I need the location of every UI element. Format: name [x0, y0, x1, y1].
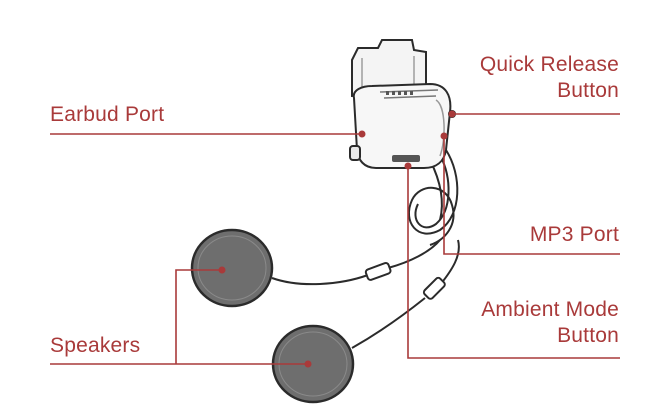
- earbud-port-label: Earbud Port: [50, 103, 165, 126]
- cable-coil-inner: [414, 154, 450, 229]
- ambient-mode-label-line1: Ambient Mode: [481, 298, 619, 321]
- leader-mp3-port: [443, 136, 620, 255]
- earbud-port-housing: [349, 145, 361, 161]
- cable-lower-speaker: [351, 297, 426, 349]
- dot-speaker-upper: [218, 266, 226, 274]
- cable-from-unit: [429, 159, 443, 221]
- leader-speakers: [50, 269, 308, 365]
- connector-upper: [364, 262, 392, 281]
- speaker-lower: [271, 324, 355, 404]
- ambient-mode-label: Ambient Mode Button: [481, 297, 619, 349]
- cables: [271, 149, 460, 349]
- mp3-port-label: MP3 Port: [529, 223, 619, 246]
- dot-ambient-mode: [404, 162, 412, 170]
- cable-lower-speaker-b: [439, 239, 460, 286]
- ambient-mode-label-line2: Button: [557, 324, 619, 347]
- speakers-label: Speakers: [50, 334, 141, 357]
- quick-release-label: Quick Release Button: [480, 52, 619, 104]
- connector-lower: [422, 276, 446, 300]
- cable-upper-speaker: [271, 274, 369, 286]
- bottom-vent: [392, 155, 420, 162]
- dot-earbud-port: [358, 130, 366, 138]
- top-grip: [386, 91, 413, 95]
- headset-main-unit: [349, 39, 456, 169]
- quick-release-label-line1: Quick Release: [479, 53, 619, 76]
- callout-lines: [50, 113, 620, 365]
- callout-dots: [218, 110, 456, 368]
- dot-quick-release: [448, 110, 456, 118]
- speaker-upper: [190, 228, 274, 308]
- unit-body: [352, 82, 452, 169]
- dot-mp3-port: [440, 132, 448, 140]
- cable-upper-speaker-b: [387, 239, 441, 269]
- leader-ambient-mode: [407, 166, 620, 359]
- cable-coil: [407, 149, 459, 246]
- dot-speaker-lower: [304, 360, 312, 368]
- quick-release-label-line2: Button: [557, 79, 619, 102]
